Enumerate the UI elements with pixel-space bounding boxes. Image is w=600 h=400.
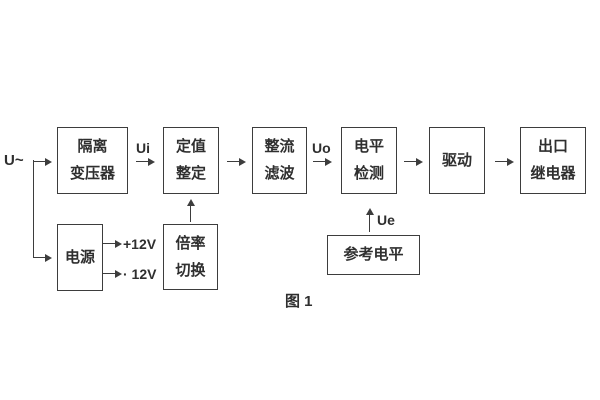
arrow-ratio-to-setpoint <box>186 199 195 222</box>
node-label-line: 检测 <box>353 165 384 182</box>
node-label-line: 隔离 <box>77 138 108 155</box>
line-input-branch <box>32 160 34 258</box>
node-rectifier-filter: 整流 滤波 <box>252 127 307 194</box>
node-label-line: 继电器 <box>530 165 576 182</box>
node-label-line: 电源 <box>64 248 95 266</box>
node-label-line: 驱动 <box>441 151 472 169</box>
node-level-detection: 电平 检测 <box>341 127 397 194</box>
node-label-line: 倍率 <box>175 234 206 252</box>
arrow-setpoint-to-rectifier <box>227 157 246 166</box>
node-label-line: 电平 <box>353 138 384 155</box>
node-label-line: 参考电平 <box>343 246 404 263</box>
node-setpoint-setting: 定值 整定 <box>163 127 219 194</box>
arrow-reference-to-level <box>365 208 374 232</box>
label-minus-12v: · 12V <box>123 266 157 282</box>
node-label-line: 整流 <box>264 138 295 155</box>
node-ratio-switch: 倍率 切换 <box>163 224 218 290</box>
label-plus-12v: +12V <box>123 236 157 252</box>
node-power-supply: 电源 <box>57 224 103 291</box>
figure-caption: 图 1 <box>285 293 313 310</box>
node-label-line: 整定 <box>175 165 206 182</box>
node-label-line: 出口 <box>537 138 568 155</box>
node-label-line: 定值 <box>175 138 206 155</box>
label-uo: Uo <box>312 140 331 156</box>
label-ue: Ue <box>377 212 395 228</box>
arrow-driver-to-relay <box>495 157 514 166</box>
arrow-rectifier-to-level <box>313 157 332 166</box>
arrow-input-to-power <box>33 253 52 262</box>
arrow-level-to-driver <box>404 157 423 166</box>
node-driver: 驱动 <box>429 127 485 194</box>
node-isolation-transformer: 隔离 变压器 <box>57 127 128 194</box>
node-reference-level: 参考电平 <box>327 235 420 275</box>
arrow-power-minus12v <box>103 269 122 278</box>
arrow-input-to-transformer <box>33 157 52 166</box>
arrow-transformer-to-setpoint <box>136 157 155 166</box>
node-output-relay: 出口 继电器 <box>520 127 586 194</box>
label-input-voltage: U~ <box>4 152 24 169</box>
node-label-line: 滤波 <box>264 165 295 182</box>
label-ui: Ui <box>136 140 150 156</box>
node-label-line: 切换 <box>175 261 206 279</box>
node-label-line: 变压器 <box>69 165 115 182</box>
arrow-power-plus12v <box>103 239 122 248</box>
